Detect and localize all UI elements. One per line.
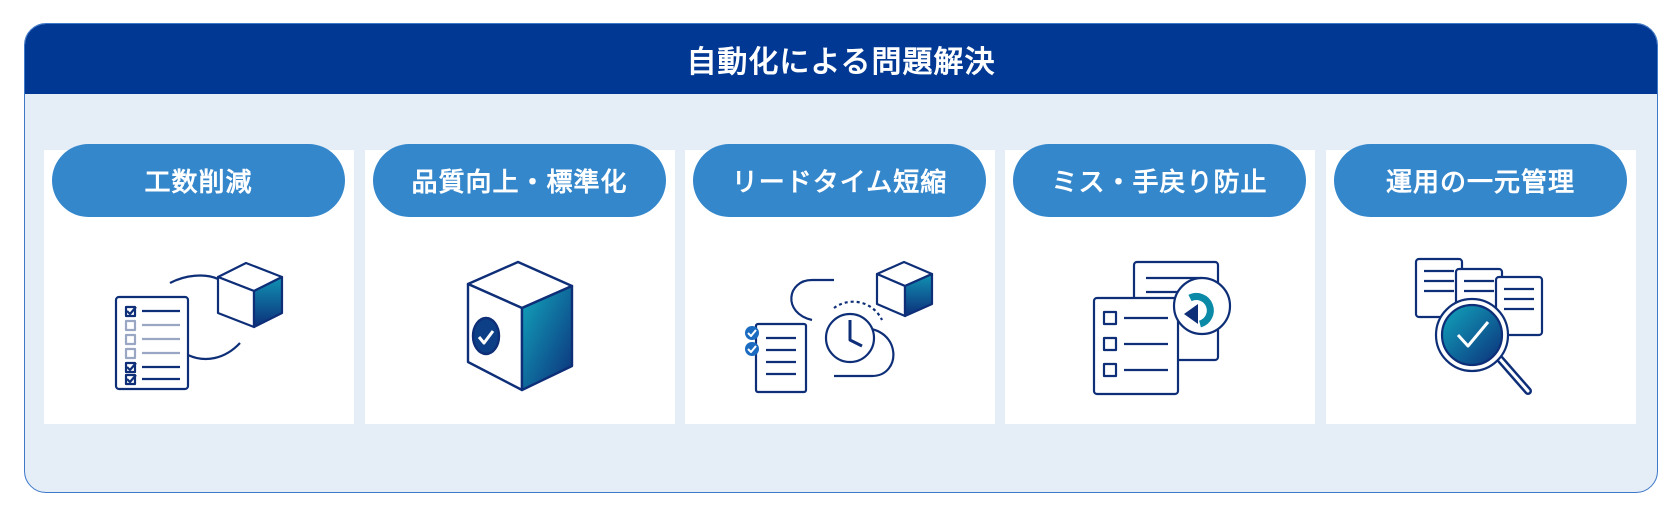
benefit-label-5: 運用の一元管理 — [1334, 144, 1627, 217]
benefit-label-1: 工数削減 — [52, 144, 345, 217]
checklist-cube-icon — [114, 261, 284, 391]
benefit-label-4: ミス・手戻り防止 — [1013, 144, 1306, 217]
document-clock-cube-icon — [745, 260, 934, 394]
documents-undo-icon — [1092, 260, 1232, 396]
cube-check-icon — [466, 260, 574, 392]
benefit-label-2: 品質向上・標準化 — [373, 144, 666, 217]
panel-title: 自動化による問題解決 — [25, 24, 1657, 94]
documents-magnifier-check-icon — [1414, 257, 1544, 395]
benefit-label-3: リードタイム短縮 — [693, 144, 986, 217]
